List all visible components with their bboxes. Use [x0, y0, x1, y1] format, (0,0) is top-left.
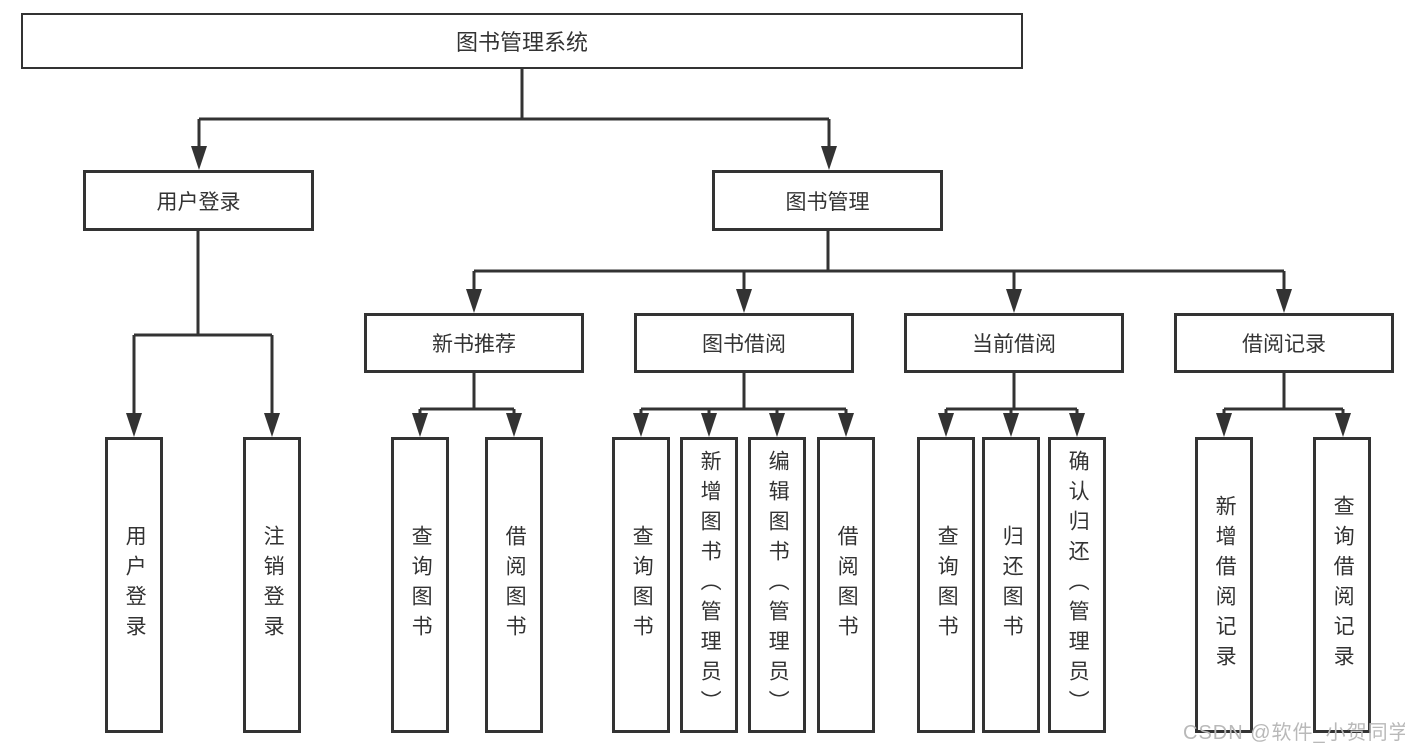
node-query-books-current: 查询图书 [917, 437, 975, 733]
node-label: 图书管理系统 [455, 30, 588, 55]
node-user-login-branch: 用户登录 [83, 170, 314, 231]
node-new-book-recommend: 新书推荐 [364, 313, 584, 373]
node-label: 新书推荐 [432, 333, 516, 356]
node-book-management: 图书管理 [712, 170, 943, 231]
node-label: 编辑图书（管理员） [766, 450, 790, 720]
node-borrow-books-recommend: 借阅图书 [485, 437, 543, 733]
node-user-login: 用户登录 [105, 437, 163, 733]
node-label: 用户登录 [123, 525, 147, 645]
node-library-management-system: 图书管理系统 [21, 13, 1023, 69]
node-add-borrow-record: 新增借阅记录 [1195, 437, 1253, 733]
node-current-borrowing: 当前借阅 [904, 313, 1124, 373]
node-borrow-books-borrowing: 借阅图书 [817, 437, 875, 733]
node-edit-books-admin: 编辑图书（管理员） [748, 437, 806, 733]
node-label: 确认归还（管理员） [1066, 450, 1090, 720]
node-label: 新增图书（管理员） [698, 450, 722, 720]
csdn-watermark: CSDN @软件_小贺同学 [1183, 722, 1405, 744]
node-label: 当前借阅 [972, 333, 1056, 356]
node-borrowing-records: 借阅记录 [1174, 313, 1394, 373]
node-return-books: 归还图书 [982, 437, 1040, 733]
node-query-borrow-record: 查询借阅记录 [1313, 437, 1371, 733]
node-label: 查询图书 [630, 525, 654, 645]
node-logout: 注销登录 [243, 437, 301, 733]
node-add-books-admin: 新增图书（管理员） [680, 437, 738, 733]
node-label: 借阅记录 [1242, 333, 1326, 356]
node-label: 查询借阅记录 [1331, 495, 1355, 675]
node-label: 归还图书 [1000, 525, 1024, 645]
node-label: 查询图书 [409, 525, 433, 645]
node-query-books-recommend: 查询图书 [391, 437, 449, 733]
node-label: 用户登录 [156, 190, 241, 214]
node-label: 查询图书 [935, 525, 959, 645]
node-book-borrowing: 图书借阅 [634, 313, 854, 373]
node-label: 借阅图书 [503, 525, 527, 645]
node-label: 图书管理 [785, 190, 870, 214]
node-label: 图书借阅 [702, 333, 786, 356]
node-label: 新增借阅记录 [1213, 495, 1237, 675]
node-label: 注销登录 [261, 525, 285, 645]
node-query-books-borrowing: 查询图书 [612, 437, 670, 733]
node-label: 借阅图书 [835, 525, 859, 645]
arrowhead-icons [126, 146, 1351, 437]
node-confirm-return-admin: 确认归还（管理员） [1048, 437, 1106, 733]
